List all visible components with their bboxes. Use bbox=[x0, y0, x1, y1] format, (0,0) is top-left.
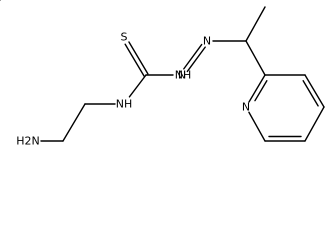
bond-c2-cp2 bbox=[245, 40, 266, 76]
bond-c1-s1-b bbox=[124, 43, 145, 77]
atom-label-n4: NH bbox=[116, 98, 133, 111]
bond-c2-c3 bbox=[245, 6, 266, 42]
bond-cp2-np-inner bbox=[254, 80, 268, 102]
bond-layer bbox=[0, 0, 325, 142]
bond-n2-n3-a bbox=[186, 46, 206, 73]
bond-c1-n4 bbox=[128, 74, 147, 98]
bond-c4-c5 bbox=[62, 103, 86, 142]
atom-label-n1: NH bbox=[175, 69, 192, 82]
bond-cp2-np bbox=[248, 74, 266, 103]
bond-np-cp6 bbox=[248, 111, 266, 142]
bond-c1-s1-a bbox=[128, 41, 149, 75]
bond-cp4-cp3-inner bbox=[302, 80, 319, 107]
bond-cp5-cp4 bbox=[304, 106, 325, 142]
bond-cp4-cp3 bbox=[304, 74, 325, 108]
bond-n2-n3-b bbox=[183, 43, 203, 70]
atom-label-n5: H2N bbox=[16, 135, 40, 148]
atom-label-n3: N bbox=[203, 35, 211, 48]
atom-label-s1: S bbox=[121, 31, 128, 44]
atom-label-np: N bbox=[242, 101, 250, 114]
atom-label-n2: N bbox=[178, 69, 186, 82]
